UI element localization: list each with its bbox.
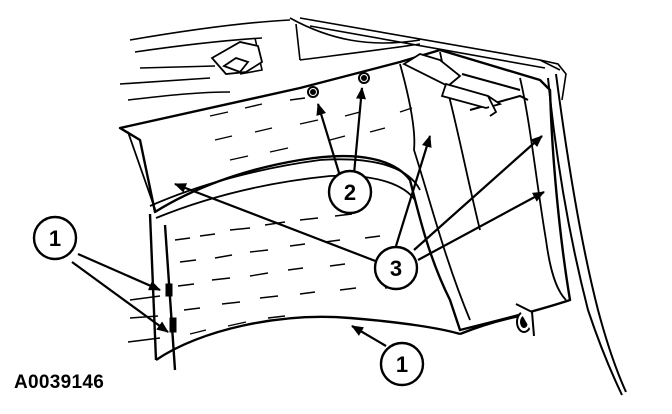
callout-2: 2 [327,169,373,215]
upper-retainer-strap [402,53,503,117]
leader-3a [174,182,379,264]
upper-clip-bracket [210,41,264,75]
lower-right-fastener [515,303,535,337]
leader-2b [352,87,366,175]
callout-2-label: 2 [344,180,356,205]
pillar-seal-edge [461,73,627,396]
leader-3c [413,135,543,251]
figure-id-label: A0039146 [14,372,105,393]
background-body-lines [119,17,567,101]
leader-2a [316,103,342,177]
panel-contour-lines [127,51,567,321]
callout-3-label: 3 [390,256,402,281]
callout-1-bottom: 1 [379,341,425,387]
leader-3b [394,135,432,247]
leader-1b [71,261,169,333]
surface-texture [174,97,413,335]
leader-1c [351,325,387,347]
screw-heads [307,72,370,98]
quarter-trim-panel [118,48,572,332]
callout-1-left: 1 [32,215,78,261]
leader-3d [417,191,545,261]
callout-3: 3 [373,245,419,291]
leader-lines [71,87,545,347]
leader-1a [77,252,161,292]
callout-1-bottom-label: 1 [396,352,408,377]
callout-1-left-label: 1 [49,226,61,251]
lower-left-seam [127,283,177,343]
